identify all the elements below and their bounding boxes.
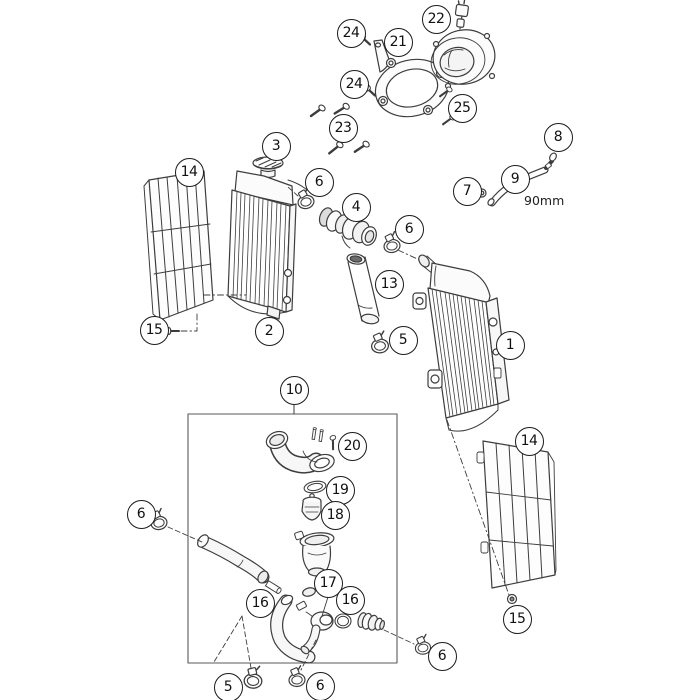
hose-art-13 — [346, 253, 380, 325]
callout-15[interactable]: 15 — [502, 604, 532, 634]
outlet-hose-art — [270, 594, 316, 664]
callout-25[interactable]: 25 — [447, 93, 477, 123]
callout-24[interactable]: 24 — [336, 18, 366, 48]
oring-art-16 — [334, 613, 352, 629]
ferrule-art — [264, 580, 282, 594]
callout-24[interactable]: 24 — [339, 69, 369, 99]
callout-5[interactable]: 5 — [213, 672, 243, 700]
radiator-left-art — [227, 156, 307, 320]
studs-art-20 — [311, 426, 342, 451]
thermostat-art-18 — [301, 493, 322, 521]
hose-stub-art — [357, 612, 385, 631]
callout-3[interactable]: 3 — [261, 131, 291, 161]
callout-23[interactable]: 23 — [328, 113, 358, 143]
callout-9[interactable]: 9 — [500, 164, 530, 194]
callout-5[interactable]: 5 — [388, 325, 418, 355]
callout-21[interactable]: 21 — [383, 27, 413, 57]
callout-6[interactable]: 6 — [126, 499, 156, 529]
callout-14[interactable]: 14 — [514, 426, 544, 456]
leader-17 — [321, 596, 329, 617]
callout-1[interactable]: 1 — [495, 330, 525, 360]
callout-16[interactable]: 16 — [335, 585, 365, 615]
leader-clamp6a — [287, 186, 299, 197]
callout-20[interactable]: 20 — [337, 431, 367, 461]
leader-clamp6c — [167, 526, 203, 543]
callout-14[interactable]: 14 — [174, 157, 204, 187]
leader-clamp6b — [397, 249, 427, 264]
callout-16[interactable]: 16 — [245, 588, 275, 618]
elbow-hose-art — [265, 430, 335, 474]
callout-7[interactable]: 7 — [452, 176, 482, 206]
leader-15a — [180, 294, 247, 332]
callout-13[interactable]: 13 — [374, 269, 404, 299]
oring-art-19 — [303, 480, 327, 494]
dimension-label: 90mm — [524, 193, 565, 208]
clamp-art-6d — [286, 664, 307, 689]
kit-box-frame — [187, 413, 398, 664]
callout-2[interactable]: 2 — [254, 316, 284, 346]
fitting-art-8 — [544, 152, 557, 170]
callout-6[interactable]: 6 — [305, 671, 335, 700]
leader-clamp6e — [383, 629, 415, 645]
callout-22[interactable]: 22 — [421, 4, 451, 34]
radiator-guard-left-art — [143, 170, 214, 321]
callout-4[interactable]: 4 — [341, 192, 371, 222]
leader-bottom-clamps — [213, 615, 317, 671]
radiator-guard-right-art — [476, 440, 557, 589]
fitting-art-17 — [295, 600, 334, 655]
callout-15[interactable]: 15 — [139, 315, 169, 345]
callout-8[interactable]: 8 — [543, 122, 573, 152]
fan-art — [430, 0, 496, 90]
callout-6[interactable]: 6 — [304, 167, 334, 197]
callout-18[interactable]: 18 — [320, 500, 350, 530]
callout-6[interactable]: 6 — [394, 214, 424, 244]
callout-10[interactable]: 10 — [279, 375, 309, 405]
clamp-art-5a — [369, 330, 390, 355]
radiator-right-art — [412, 254, 510, 432]
bypass-hose-art — [197, 534, 270, 584]
leader-15b — [446, 419, 510, 596]
screw-art-15b — [506, 593, 518, 605]
callout-19[interactable]: 19 — [325, 475, 355, 505]
clamp-art-5b — [242, 664, 264, 690]
callout-6[interactable]: 6 — [427, 641, 457, 671]
thermostat-housing-art — [294, 530, 335, 577]
